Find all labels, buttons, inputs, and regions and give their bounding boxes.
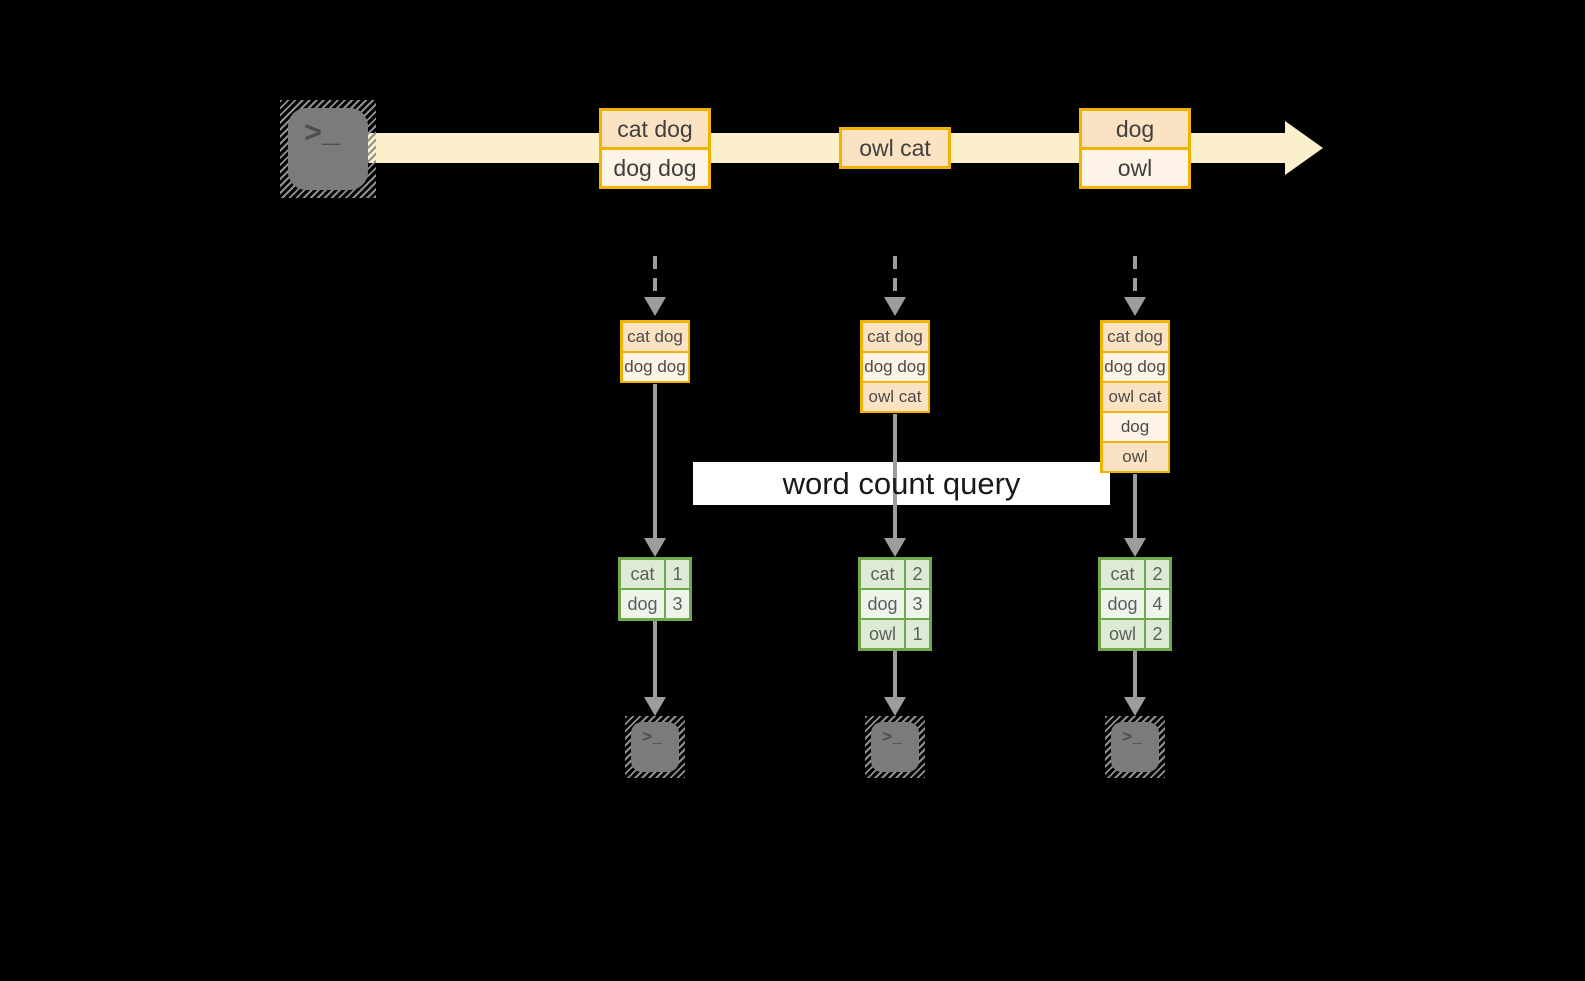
stream-item-cell: cat dog [862, 322, 928, 351]
dashed-arrowhead-icon-3 [1124, 297, 1146, 316]
terminal-body: >_ [631, 722, 679, 772]
stream-item-cell: dog [1102, 412, 1168, 441]
arrow-line-stack-to-table-1 [653, 384, 657, 538]
terminal-source-icon: >_ [280, 100, 376, 198]
arrowhead-icon-table-2 [884, 538, 906, 557]
stream-item-cell: dog dog [862, 352, 928, 381]
terminal-prompt-glyph: >_ [642, 729, 663, 748]
word-cell: dog [1101, 590, 1144, 618]
stream-item-cell: cat dog [602, 111, 708, 147]
stream-item-cell: owl [1082, 150, 1188, 186]
word-cell: dog [861, 590, 904, 618]
terminal-body: >_ [871, 722, 919, 772]
terminal-prompt-glyph: >_ [1122, 729, 1143, 748]
terminal-body: >_ [288, 108, 368, 190]
terminal-output-icon-2: >_ [865, 716, 925, 778]
terminal-prompt-glyph: >_ [882, 729, 903, 748]
count-cell: 4 [1146, 590, 1169, 618]
dashed-arrow-line-3 [1133, 256, 1137, 298]
terminal-body: >_ [1111, 722, 1159, 772]
stream-timeline-arrowhead-icon [1285, 121, 1323, 175]
word-cell: cat [1101, 560, 1144, 588]
arrow-line-table-to-output-3 [1133, 651, 1137, 697]
stream-item-cell: dog [1082, 111, 1188, 147]
arrowhead-icon-table-1 [644, 538, 666, 557]
stream-item-cell: dog dog [1102, 352, 1168, 381]
query-label: word count query [782, 465, 1021, 501]
stream-item-cell: dog dog [622, 352, 688, 381]
dashed-arrow-line-2 [893, 256, 897, 298]
terminal-output-icon-1: >_ [625, 716, 685, 778]
arrow-line-stack-to-table-3 [1133, 474, 1137, 538]
stream-item-cell: cat dog [1102, 322, 1168, 351]
terminal-prompt-glyph: >_ [304, 118, 341, 152]
count-cell: 1 [666, 560, 689, 588]
stream-item-cell: cat dog [622, 322, 688, 351]
arrowhead-icon-output-2 [884, 697, 906, 716]
arrowhead-icon-table-3 [1124, 538, 1146, 557]
dashed-arrowhead-icon-2 [884, 297, 906, 316]
word-cell: owl [1101, 620, 1144, 648]
word-cell: cat [861, 560, 904, 588]
terminal-output-icon-3: >_ [1105, 716, 1165, 778]
word-cell: cat [621, 560, 664, 588]
stream-item-cell: owl [1102, 442, 1168, 471]
arrowhead-icon-output-1 [644, 697, 666, 716]
query-label-band [693, 462, 1110, 505]
count-cell: 2 [1146, 560, 1169, 588]
word-cell: dog [621, 590, 664, 618]
stream-item-cell: owl cat [862, 382, 928, 411]
count-cell: 3 [666, 590, 689, 618]
arrow-line-stack-to-table-2 [893, 414, 897, 538]
stream-item-cell: owl cat [1102, 382, 1168, 411]
arrowhead-icon-output-3 [1124, 697, 1146, 716]
dashed-arrow-line-1 [653, 256, 657, 298]
count-cell: 1 [906, 620, 929, 648]
arrow-line-table-to-output-1 [653, 621, 657, 697]
stream-item-cell: dog dog [602, 150, 708, 186]
word-cell: owl [861, 620, 904, 648]
stream-item-cell: owl cat [842, 130, 948, 166]
count-cell: 3 [906, 590, 929, 618]
dashed-arrowhead-icon-1 [644, 297, 666, 316]
count-cell: 2 [906, 560, 929, 588]
stream-batch-2: owl cat [839, 127, 951, 169]
arrow-line-table-to-output-2 [893, 651, 897, 697]
count-cell: 2 [1146, 620, 1169, 648]
